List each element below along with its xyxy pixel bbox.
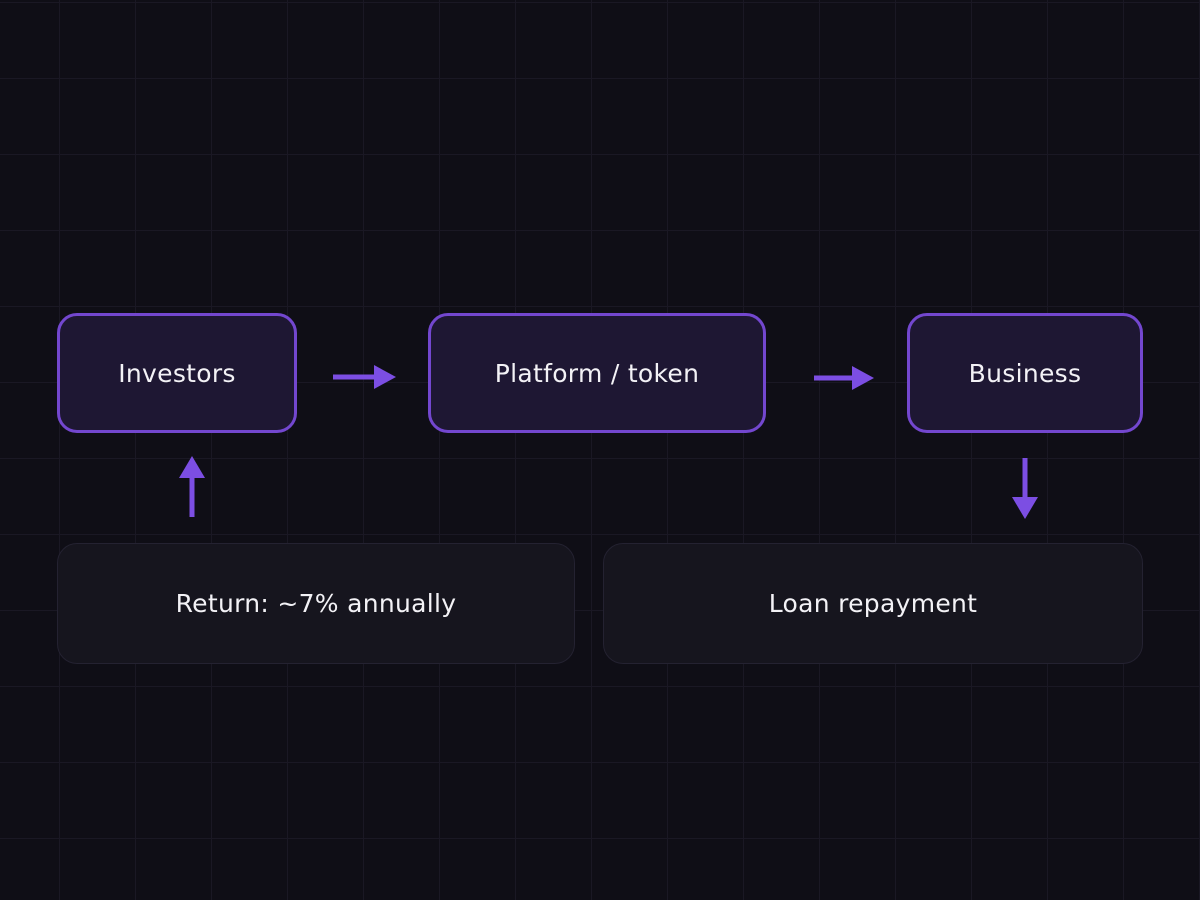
node-return-annually: Return: ~7% annually (57, 543, 575, 664)
arrow-return-to-investors-icon (179, 456, 205, 517)
node-investors-label: Investors (118, 358, 236, 388)
node-platform-token: Platform / token (428, 313, 766, 433)
node-business-label: Business (968, 358, 1082, 388)
node-loan-repayment: Loan repayment (603, 543, 1143, 664)
node-return-annually-label: Return: ~7% annually (175, 589, 457, 618)
arrow-investors-to-platform-icon (333, 365, 396, 389)
node-investors: Investors (57, 313, 297, 433)
arrow-platform-to-business-icon (814, 366, 874, 390)
node-business: Business (907, 313, 1143, 433)
node-loan-repayment-label: Loan repayment (768, 589, 978, 618)
node-platform-token-label: Platform / token (494, 358, 700, 388)
arrow-business-to-loan-icon (1012, 458, 1038, 519)
